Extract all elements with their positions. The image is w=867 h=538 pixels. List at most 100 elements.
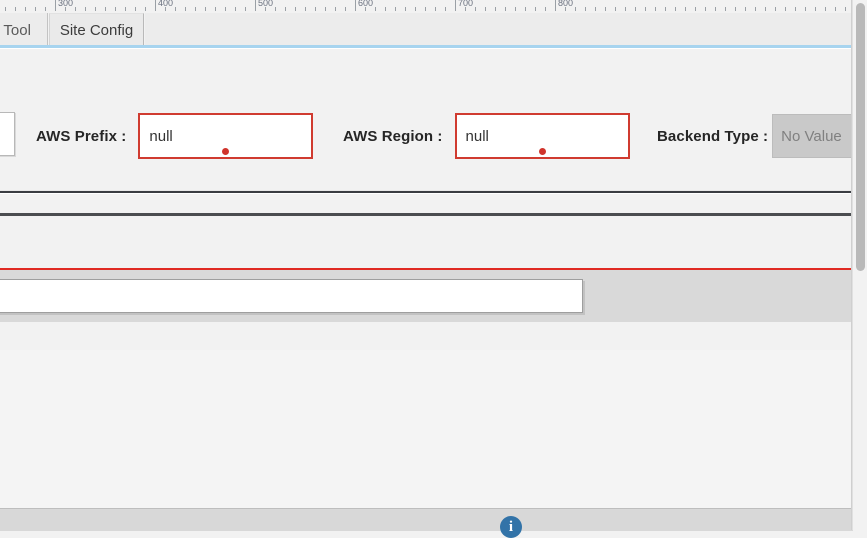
ruler-minor-tick — [795, 7, 796, 11]
canvas-area — [0, 350, 867, 508]
tab-strip: y Tool Site Config — [0, 11, 867, 47]
separator-band-lower — [0, 216, 867, 268]
ruler-minor-tick — [305, 7, 306, 11]
below-panel-spacer — [0, 322, 867, 350]
ruler-minor-tick — [615, 7, 616, 11]
field-aws-region: AWS Region : null — [343, 105, 630, 167]
backend-type-label: Backend Type : — [657, 127, 769, 145]
ruler-minor-tick — [675, 7, 676, 11]
ruler-minor-tick — [225, 7, 226, 11]
ruler-minor-tick — [635, 7, 636, 11]
ruler-minor-tick — [295, 7, 296, 11]
info-icon-glyph: i — [508, 518, 514, 535]
ruler-minor-tick — [115, 7, 116, 11]
ruler-label: 800 — [558, 0, 574, 8]
ruler-minor-tick — [245, 7, 246, 11]
info-icon[interactable]: i — [500, 516, 522, 538]
aws-prefix-label: AWS Prefix : — [36, 127, 127, 145]
ruler-minor-tick — [135, 7, 136, 11]
ruler-minor-tick — [705, 7, 706, 11]
aws-region-label: AWS Region : — [343, 127, 443, 145]
tab-tool[interactable]: y Tool — [0, 13, 48, 47]
ruler-minor-tick — [775, 7, 776, 11]
ruler-minor-tick — [285, 7, 286, 11]
tab-active-underline — [0, 45, 867, 48]
separator-line-2 — [0, 213, 867, 216]
ruler-minor-tick — [275, 7, 276, 11]
ruler-minor-tick — [625, 7, 626, 11]
aws-prefix-input[interactable]: null — [138, 113, 314, 159]
bottom-text-input[interactable] — [0, 279, 583, 313]
ruler-minor-tick — [595, 7, 596, 11]
ruler-minor-tick — [735, 7, 736, 11]
ruler-minor-tick — [335, 7, 336, 11]
ruler-minor-tick — [365, 7, 366, 11]
ruler-minor-tick — [105, 7, 106, 11]
ruler-minor-tick — [745, 7, 746, 11]
ruler-minor-tick — [695, 7, 696, 11]
ruler-label: 500 — [258, 0, 274, 8]
ruler-major-tick — [255, 0, 256, 11]
ruler-minor-tick — [565, 7, 566, 11]
ruler-minor-tick — [525, 7, 526, 11]
vertical-scrollbar[interactable] — [852, 0, 867, 530]
ruler-major-tick — [355, 0, 356, 11]
ruler-major-tick — [55, 0, 56, 11]
separator-line-1-shadow — [0, 193, 867, 194]
vertical-scrollbar-thumb[interactable] — [856, 3, 865, 271]
tab-strip-filler — [145, 13, 867, 47]
ruler-minor-tick — [5, 7, 6, 11]
ruler-minor-tick — [575, 7, 576, 11]
ruler-minor-tick — [45, 7, 46, 11]
ruler-minor-tick — [585, 7, 586, 11]
tab-site-config[interactable]: Site Config — [49, 13, 144, 47]
clipped-left-input[interactable] — [0, 112, 15, 156]
ruler-minor-tick — [175, 7, 176, 11]
separator-band-upper — [0, 194, 867, 213]
backend-type-value: No Value — [781, 127, 842, 145]
ruler-minor-tick — [405, 7, 406, 11]
ruler-minor-tick — [25, 7, 26, 11]
aws-region-value: null — [465, 127, 489, 145]
ruler-minor-tick — [35, 7, 36, 11]
ruler-minor-tick — [515, 7, 516, 11]
ruler-minor-tick — [125, 7, 126, 11]
tab-tool-label: y Tool — [0, 21, 31, 39]
separator-line-red — [0, 268, 867, 270]
ruler-minor-tick — [435, 7, 436, 11]
aws-region-required-dot — [538, 148, 546, 155]
separator-line-1-highlight — [0, 190, 867, 191]
ruler-major-tick — [555, 0, 556, 11]
ruler-minor-tick — [415, 7, 416, 11]
ruler-minor-tick — [215, 7, 216, 11]
ruler-minor-tick — [825, 7, 826, 11]
ruler-major-tick — [455, 0, 456, 11]
ruler-minor-tick — [475, 7, 476, 11]
ruler-minor-tick — [75, 7, 76, 11]
ruler-minor-tick — [315, 7, 316, 11]
field-aws-prefix: AWS Prefix : null — [36, 105, 314, 167]
ruler-minor-tick — [385, 7, 386, 11]
ruler-minor-tick — [325, 7, 326, 11]
field-backend-type: Backend Type : No Value — [657, 105, 863, 167]
ruler-minor-tick — [65, 7, 66, 11]
ruler-minor-tick — [15, 7, 16, 11]
ruler-minor-tick — [685, 7, 686, 11]
ruler-minor-tick — [835, 7, 836, 11]
aws-region-input[interactable]: null — [454, 113, 630, 159]
ruler-minor-tick — [85, 7, 86, 11]
ruler-minor-tick — [465, 7, 466, 11]
ruler-minor-tick — [95, 7, 96, 11]
ruler-minor-tick — [535, 7, 536, 11]
ruler-minor-tick — [495, 7, 496, 11]
ruler-minor-tick — [425, 7, 426, 11]
backend-type-select[interactable]: No Value — [772, 114, 863, 158]
ruler-minor-tick — [845, 7, 846, 11]
ruler-minor-tick — [195, 7, 196, 11]
ruler-minor-tick — [785, 7, 786, 11]
separator-line-1 — [0, 191, 867, 193]
ruler-label: 300 — [58, 0, 74, 8]
ruler-minor-tick — [805, 7, 806, 11]
aws-prefix-required-dot — [222, 148, 230, 155]
ruler-minor-tick — [345, 7, 346, 11]
